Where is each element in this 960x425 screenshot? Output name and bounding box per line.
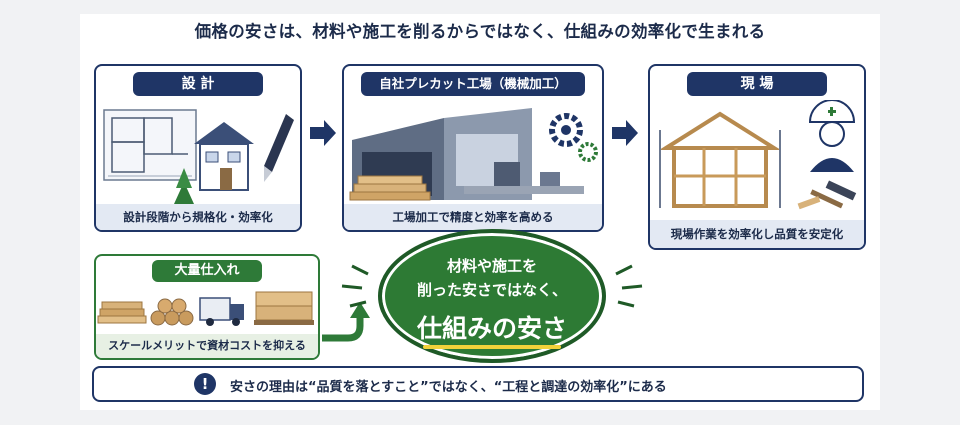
site-illustration xyxy=(659,100,857,210)
design-illustration xyxy=(103,109,294,204)
design-card-title: 設 計 xyxy=(133,72,263,96)
bulk-card-title: 大量仕入れ xyxy=(152,260,262,282)
arrow-curved-icon xyxy=(322,302,370,342)
house-frame-icon xyxy=(659,111,781,208)
emphasis-lines-icon xyxy=(341,264,643,308)
blueprint-icon xyxy=(103,109,197,181)
headline: 価格の安さは、材料や施工を削るからではなく、仕組みの効率化で生まれる xyxy=(194,22,766,41)
logs-icon xyxy=(150,298,194,326)
tree-icon xyxy=(174,168,194,204)
highlight-underline xyxy=(422,345,561,349)
factory-card-caption: 工場加工で精度と効率を高める xyxy=(344,204,602,230)
truck-icon xyxy=(199,297,244,326)
arrow-right-icon xyxy=(310,120,336,146)
bulk-card-caption: スケールメリットで資材コストを抑える xyxy=(96,334,318,358)
pen-icon xyxy=(264,114,294,182)
site-card: 現 場 現場作業を xyxy=(648,64,866,250)
site-card-caption: 現場作業を効率化し品質を安定化 xyxy=(650,220,864,248)
bulk-illustration xyxy=(97,291,314,326)
pallet-icon xyxy=(254,291,314,325)
worker-icon xyxy=(808,100,856,172)
factory-illustration xyxy=(349,108,598,201)
key-message-line-1: 材料や施工を xyxy=(446,257,537,275)
diagram-canvas: 価格の安さは、材料や施工を削るからではなく、仕組みの効率化で生まれる 設 計 xyxy=(80,14,880,410)
conveyor-icon xyxy=(464,162,584,194)
design-card-caption: 設計段階から規格化・効率化 xyxy=(96,204,300,230)
key-message-oval: 材料や施工を 削った安さではなく、 仕組みの安さ xyxy=(378,229,606,363)
exclamation-icon: ! xyxy=(194,373,216,395)
key-message-line-3: 仕組みの安さ xyxy=(416,314,567,343)
lumber-icon xyxy=(349,175,431,201)
site-card-title: 現 場 xyxy=(687,72,827,96)
gear-icon xyxy=(549,113,598,162)
design-card: 設 計 xyxy=(94,64,302,232)
arrow-right-icon xyxy=(612,120,638,146)
bulk-card: 大量仕入れ xyxy=(94,254,320,360)
summary-note-text: 安さの理由は“品質を落とすこと”ではなく、“工程と調達の効率化”にある xyxy=(230,380,667,395)
hammer-icon xyxy=(797,180,857,210)
factory-card: 自社プレカット工場（機械加工） xyxy=(342,64,604,232)
key-message-line-2: 削った安さではなく、 xyxy=(416,281,567,299)
house-icon xyxy=(194,122,254,191)
factory-card-title: 自社プレカット工場（機械加工） xyxy=(361,72,585,96)
summary-note: ! 安さの理由は“品質を落とすこと”ではなく、“工程と調達の効率化”にある xyxy=(92,366,864,402)
lumber-icon xyxy=(97,301,147,324)
key-message-highlight: 仕組みの安さ xyxy=(382,309,602,349)
